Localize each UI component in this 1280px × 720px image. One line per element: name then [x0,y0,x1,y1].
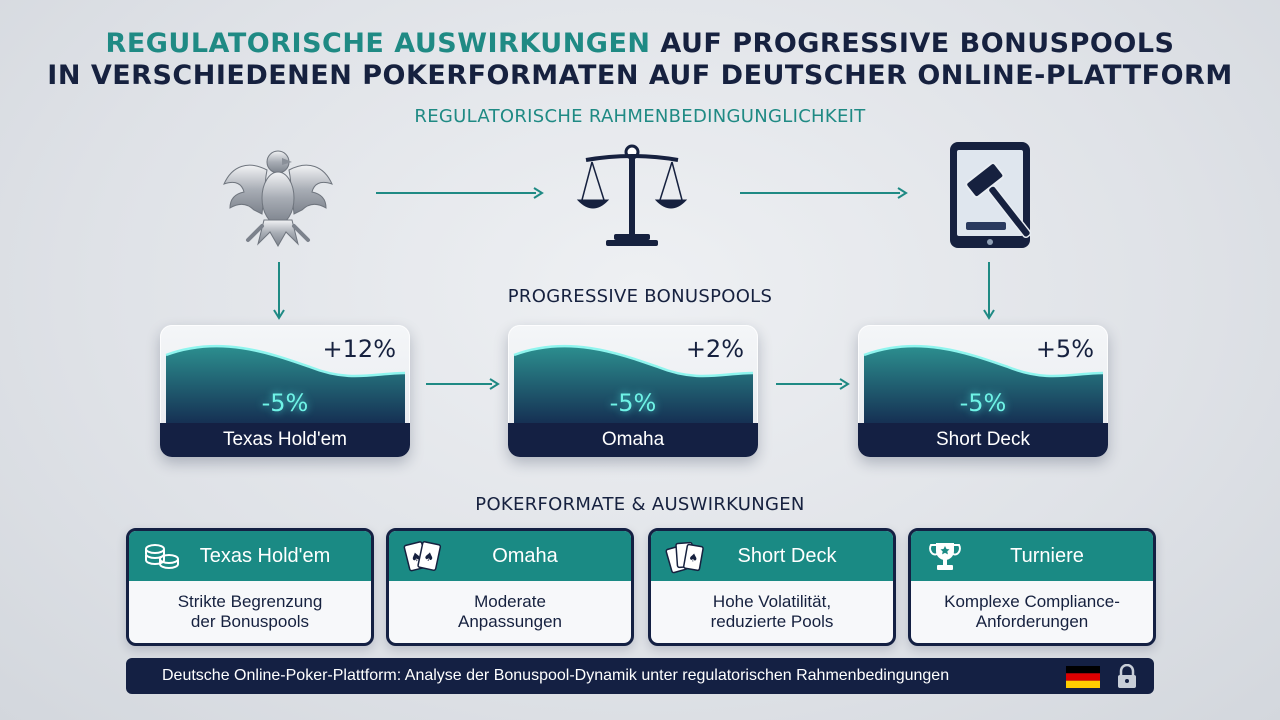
format-title: Texas Hold'em [199,545,331,567]
format-desc-line-2: Anpassungen [458,612,562,631]
chips-icon [143,539,181,580]
title-rest: AUF PROGRESSIVE BONUSPOOLS [650,28,1175,59]
svg-text:♠: ♠ [422,549,435,565]
footer-bar: Deutsche Online-Poker-Plattform: Analyse… [126,658,1154,694]
pool-label: Short Deck [858,423,1108,457]
format-title: Short Deck [737,545,837,567]
pool-minus-value: -5% [959,389,1007,417]
pool-short-deck: +5% -5% Short Deck [858,325,1108,457]
pools-heading: PROGRESSIVE BONUSPOOLS [507,286,773,307]
german-flag-icon [1066,666,1100,693]
lock-icon [1116,663,1138,695]
pool-plus-value: +2% [685,335,744,363]
format-title: Turniere [1010,545,1084,567]
format-desc-line-1: Komplexe Compliance- [944,592,1120,611]
format-desc-line-1: Hohe Volatilität, [712,592,832,611]
arrow-pool-1 [426,377,500,396]
format-desc-line-1: Strikte Begrenzung [177,592,323,611]
pool-plus-value: +5% [1035,335,1094,363]
page-title-line-1: REGULATORISCHE AUSWIRKUNGEN AUF PROGRESS… [0,28,1280,60]
regulatory-subtitle: REGULATORISCHE RAHMENBEDINGUNGLICHKEIT [414,106,866,127]
arrow-right-2 [740,186,908,205]
format-desc-line-2: reduzierte Pools [710,612,834,631]
format-desc-line-2: Anforderungen [975,612,1089,631]
pool-label: Texas Hold'em [160,423,410,457]
pool-minus-value: -5% [261,389,309,417]
format-desc-line-1: Moderate [474,592,546,611]
cards-icon: ♠ ♠ [403,539,443,580]
title-accent: REGULATORISCHE AUSWIRKUNGEN [105,28,651,59]
pool-texas-holdem: +12% -5% Texas Hold'em [160,325,410,457]
svg-text:♠: ♠ [687,551,699,566]
card-deck-icon: ♠ [665,539,705,580]
page-title-line-2: IN VERSCHIEDENEN POKERFORMATEN AUF DEUTS… [47,60,1233,91]
pool-omaha: +2% -5% Omaha [508,325,758,457]
pool-minus-value: -5% [609,389,657,417]
arrow-right-1 [376,186,544,205]
footer-text: Deutsche Online-Poker-Plattform: Analyse… [162,667,950,684]
format-desc-line-2: der Bonuspools [190,612,310,631]
scale-icon [576,138,688,255]
format-card-short-deck: ♠ Short Deck Hohe Volatilität,reduzierte… [648,528,896,646]
format-card-turniere: Turniere Komplexe Compliance-Anforderung… [908,528,1156,646]
trophy-icon [925,539,965,580]
tablet-gavel-icon [944,140,1056,255]
arrow-down-left [272,262,286,327]
arrow-down-right [982,262,996,327]
arrow-pool-2 [776,377,850,396]
pool-plus-value: +12% [322,335,396,363]
formats-heading: POKERFORMATE & AUSWIRKUNGEN [475,494,805,515]
format-title: Omaha [492,545,558,567]
pool-label: Omaha [508,423,758,457]
eagle-icon [218,140,338,255]
